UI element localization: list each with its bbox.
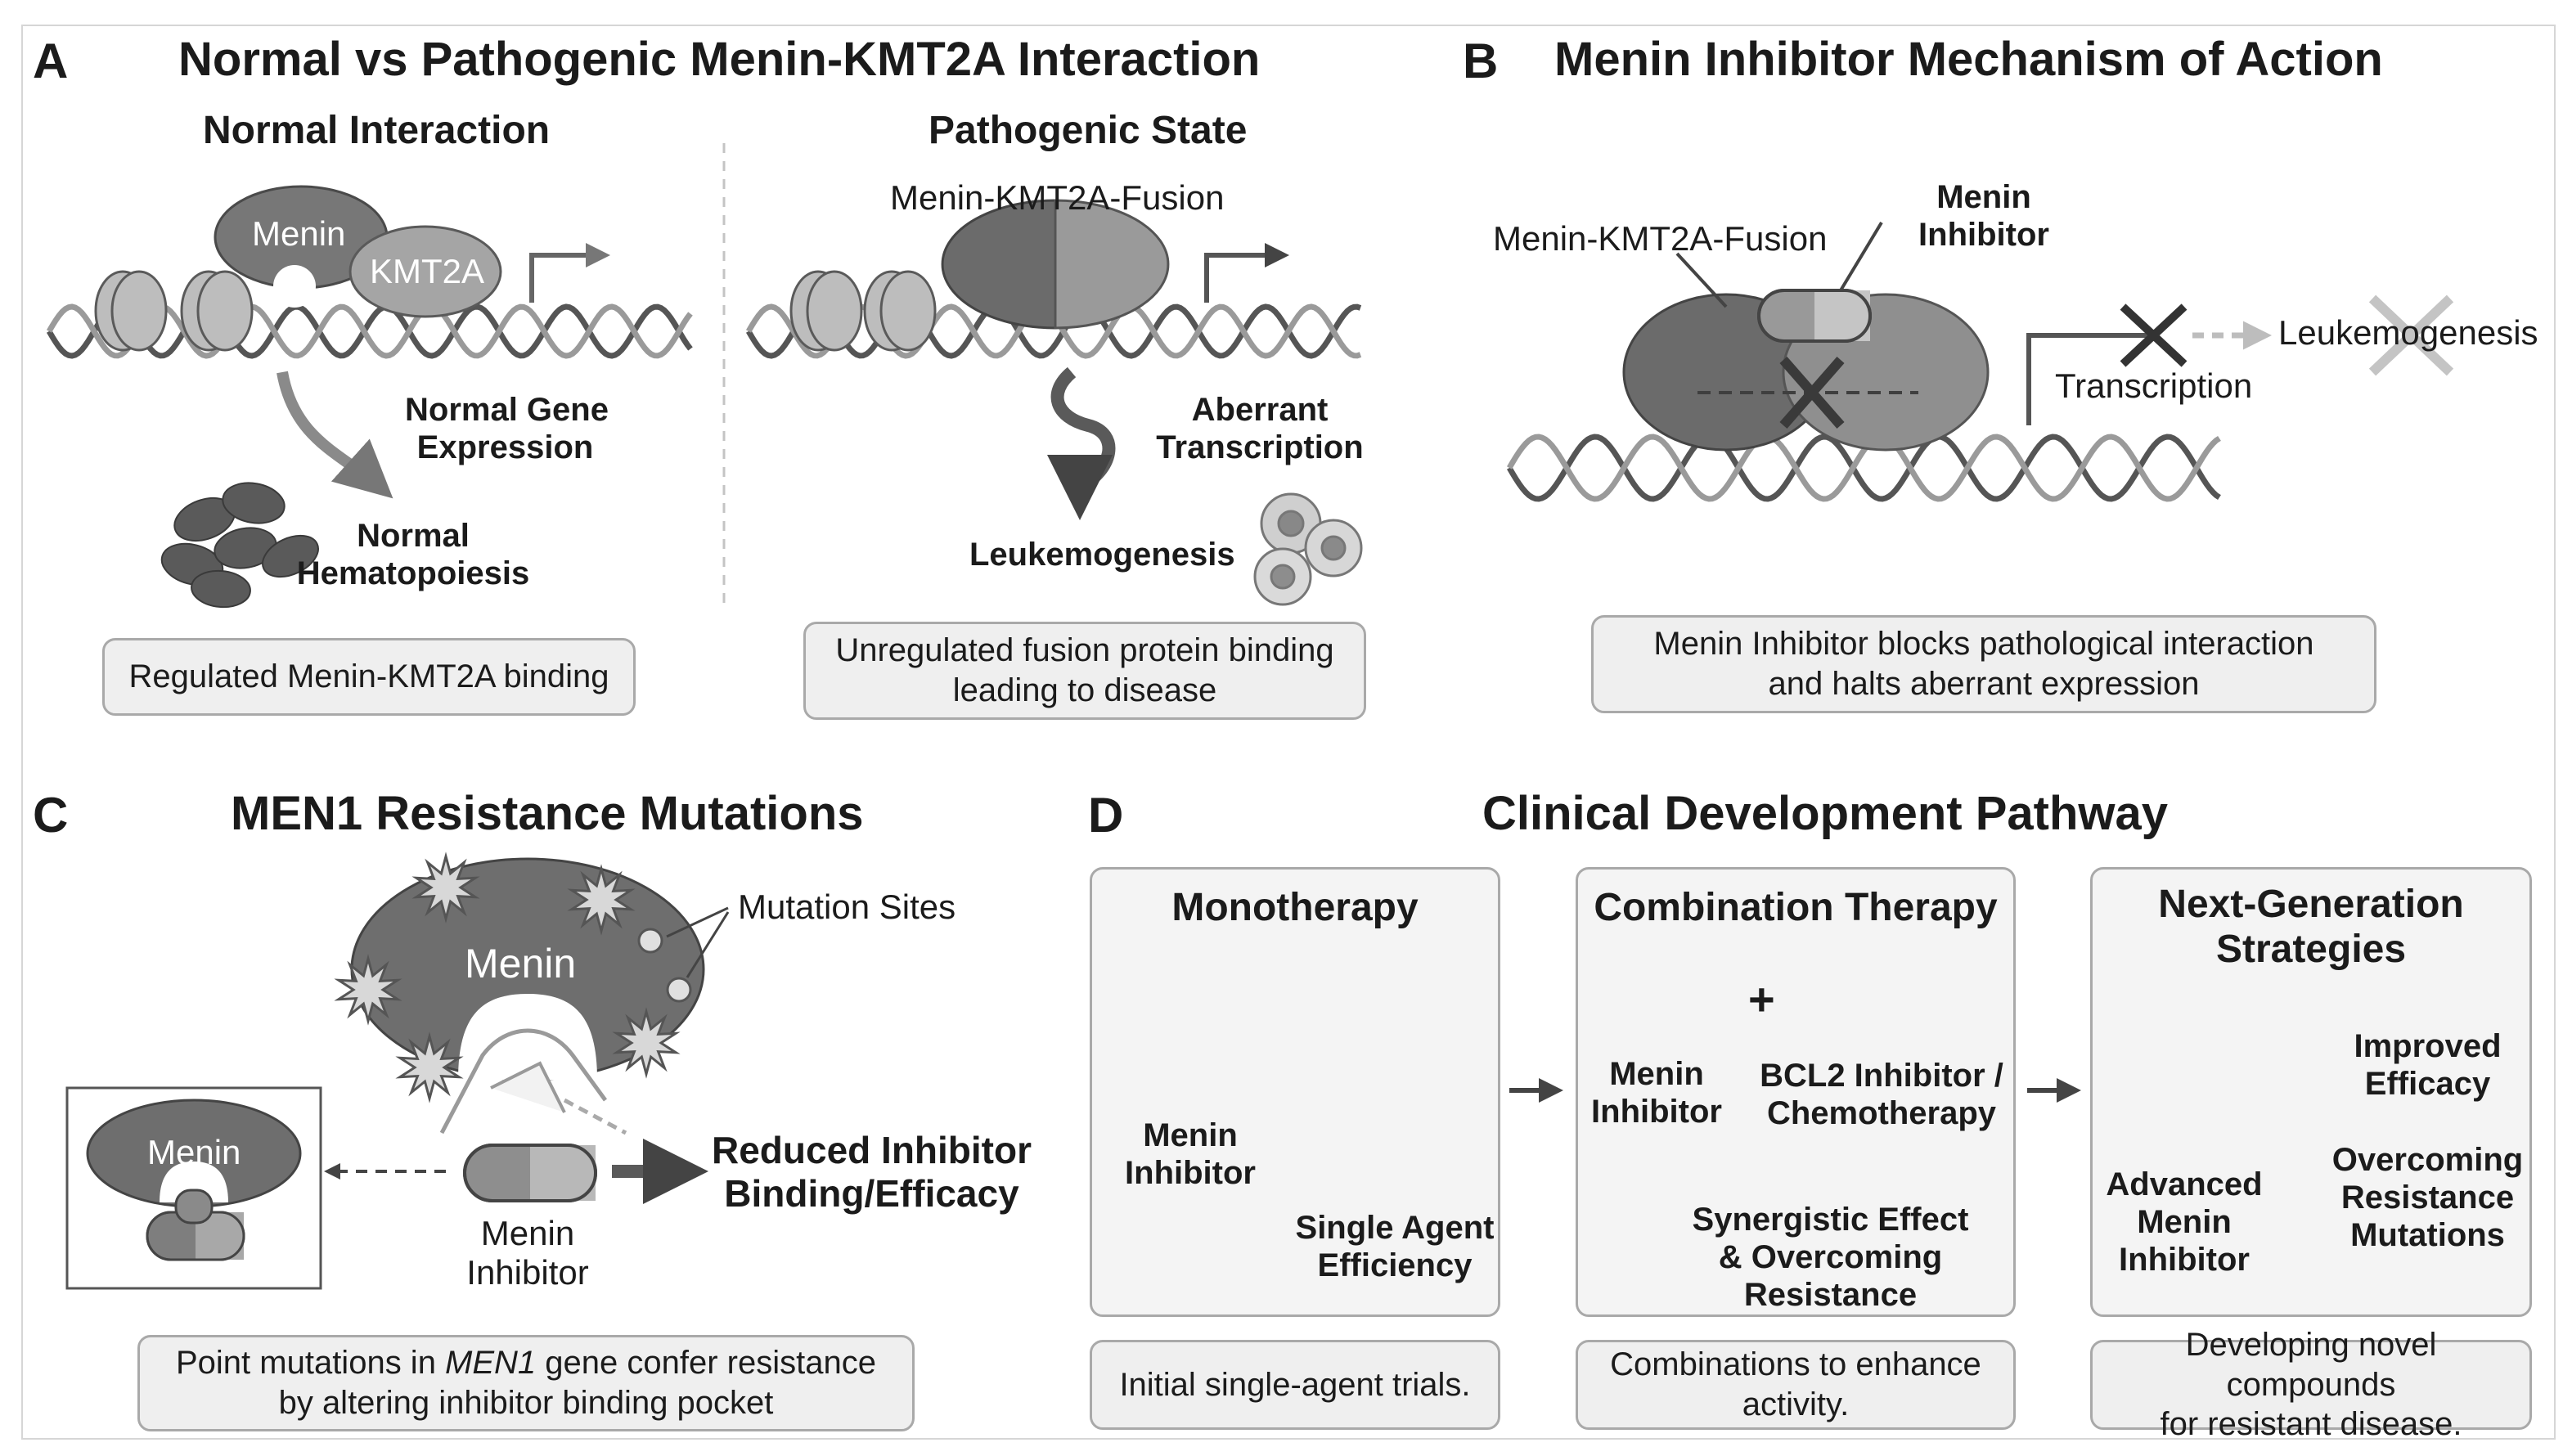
- fusion-label: Menin-KMT2A-Fusion: [1493, 219, 1828, 258]
- mutation-sites-label: Mutation Sites: [738, 888, 956, 926]
- mutation-site-icon: [567, 864, 636, 936]
- panel-b-letter: B: [1463, 34, 1499, 88]
- nucleosome-icon: [789, 270, 937, 352]
- panel-d-title: Clinical Development Pathway: [1482, 787, 2169, 840]
- panel-c-letter: C: [33, 788, 69, 843]
- partner-label: BCL2 Inhibitor /Chemotherapy: [1760, 1058, 2003, 1131]
- stage-title: Combination Therapy: [1594, 886, 1998, 929]
- plus-sign: +: [1748, 973, 1775, 1025]
- mutation-site-icon: [334, 852, 681, 1103]
- blocked-leukemogenesis-cross: [2368, 294, 2454, 376]
- transcription-start-arrow: [2026, 333, 2152, 425]
- pathogenic-heading: Pathogenic State: [929, 109, 1248, 152]
- menin-label: Menin: [252, 214, 346, 253]
- mutation-site-icon: [411, 852, 480, 923]
- red-blood-cells-icon: [160, 482, 319, 609]
- mutation-site-icon: [637, 928, 663, 954]
- menin-label: Menin: [465, 941, 577, 986]
- mutation-site-icon: [395, 1031, 464, 1103]
- blocked-interaction-cross: [1779, 357, 1845, 429]
- inset-menin-label: Menin: [147, 1133, 241, 1171]
- kmt2a-protein: [348, 225, 502, 318]
- leukemogenesis-label: Leukemogenesis: [969, 537, 1235, 573]
- mutation-site-icon: [666, 977, 692, 1003]
- normal-caption-box: Regulated Menin-KMT2A binding: [102, 638, 636, 716]
- leukemic-cells-icon: [1253, 492, 1363, 606]
- stage-combination-panel: [1576, 867, 2016, 1317]
- stage-monotherapy-panel: [1090, 867, 1500, 1317]
- panel-c-title: MEN1 Resistance Mutations: [231, 787, 864, 840]
- leukemogenesis-label: Leukemogenesis: [2278, 313, 2538, 352]
- stage-caption-box: Initial single-agent trials.: [1090, 1340, 1500, 1430]
- panel-a-letter: A: [33, 34, 69, 88]
- kmt2a-label: KMT2A: [370, 252, 485, 290]
- resistance-caption-box: Point mutations in MEN1 gene confer resi…: [137, 1335, 915, 1431]
- panel-d-letter: D: [1088, 788, 1124, 843]
- dna-helix-inhibited: [1506, 434, 2221, 502]
- transcription-start-arrow: [1204, 243, 1289, 303]
- stage-next-generation-panel: [2090, 867, 2532, 1317]
- panel-b-title: Menin Inhibitor Mechanism of Action: [1554, 33, 2383, 86]
- transcription-start-arrow: [529, 243, 610, 303]
- fusion-label: Menin-KMT2A-Fusion: [890, 178, 1225, 217]
- normal-expression-arrow: [277, 371, 393, 499]
- aberrant-transcription-arrow: [1047, 366, 1116, 520]
- mutation-site-icon: [612, 1007, 681, 1079]
- distorted-pocket: [439, 1028, 608, 1135]
- mutation-site-icon: [334, 954, 402, 1026]
- transcription-label: Transcription: [2055, 366, 2253, 405]
- blocked-transcription-cross: [2120, 303, 2188, 367]
- stage-title: Monotherapy: [1171, 886, 1419, 929]
- mechanism-caption-box: Menin Inhibitor blocks pathological inte…: [1591, 615, 2376, 713]
- panel-a-title: Normal vs Pathogenic Menin-KMT2A Interac…: [178, 33, 1261, 86]
- nucleosome-icon: [94, 270, 254, 352]
- normal-heading: Normal Interaction: [203, 109, 551, 152]
